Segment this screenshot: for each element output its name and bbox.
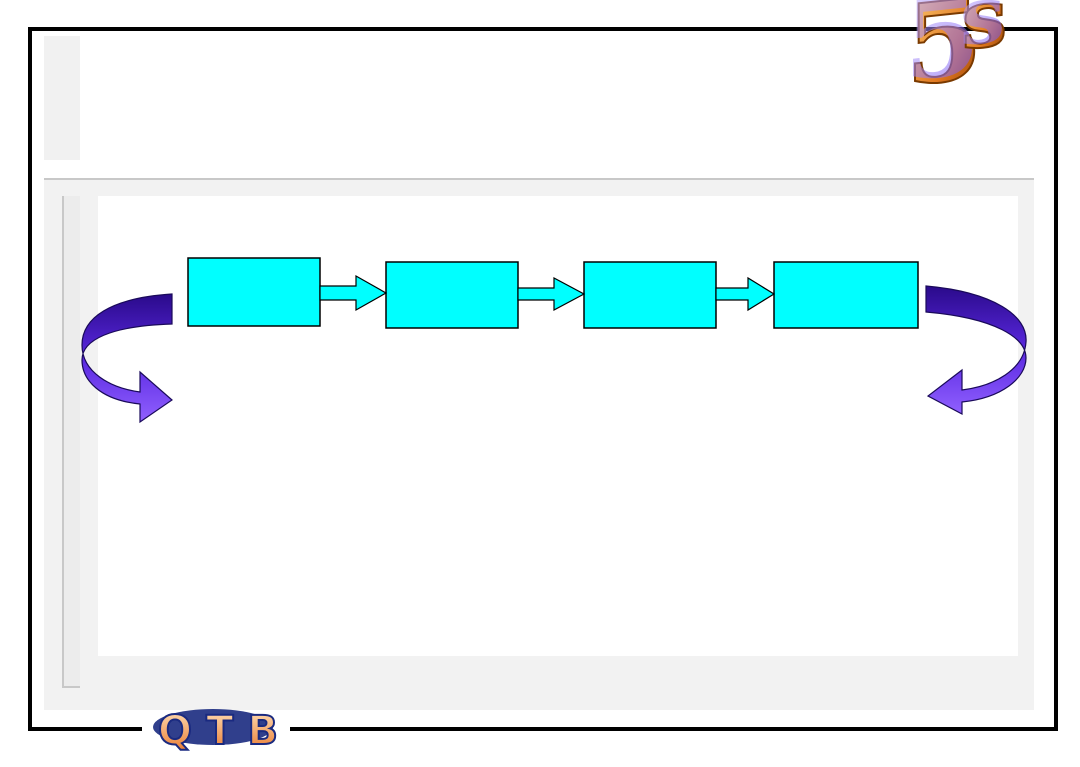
- process-box-4: [773, 261, 919, 329]
- connector-arrow-1: [319, 274, 388, 312]
- process-box-3: [583, 261, 717, 329]
- badge-letter-shadow: s: [960, 0, 1005, 64]
- badge-letter: s: [962, 0, 1007, 68]
- left-cycle-arrow-icon: [81, 293, 173, 424]
- badge-digit: 5: [906, 0, 983, 112]
- frame-left: [28, 27, 32, 731]
- logo-text: QTB: [158, 708, 278, 754]
- badge-digit-shadow: 5: [904, 0, 981, 107]
- 5s-badge-icon: 5 5 s s: [904, 0, 1008, 113]
- qtb-logo-icon: QTB: [153, 707, 279, 755]
- connector-arrow-3: [715, 276, 776, 312]
- connector-arrow-2: [517, 277, 586, 311]
- frame-right: [1054, 27, 1058, 731]
- left-margin-bar: [62, 196, 80, 688]
- frame-bottom-left: [28, 727, 142, 731]
- title-placeholder: [44, 36, 80, 160]
- process-box-1: [187, 257, 321, 327]
- frame-top: [28, 27, 1058, 31]
- process-box-2: [385, 261, 519, 329]
- frame-bottom-right: [290, 727, 1058, 731]
- right-cycle-arrow-icon: [925, 285, 1027, 415]
